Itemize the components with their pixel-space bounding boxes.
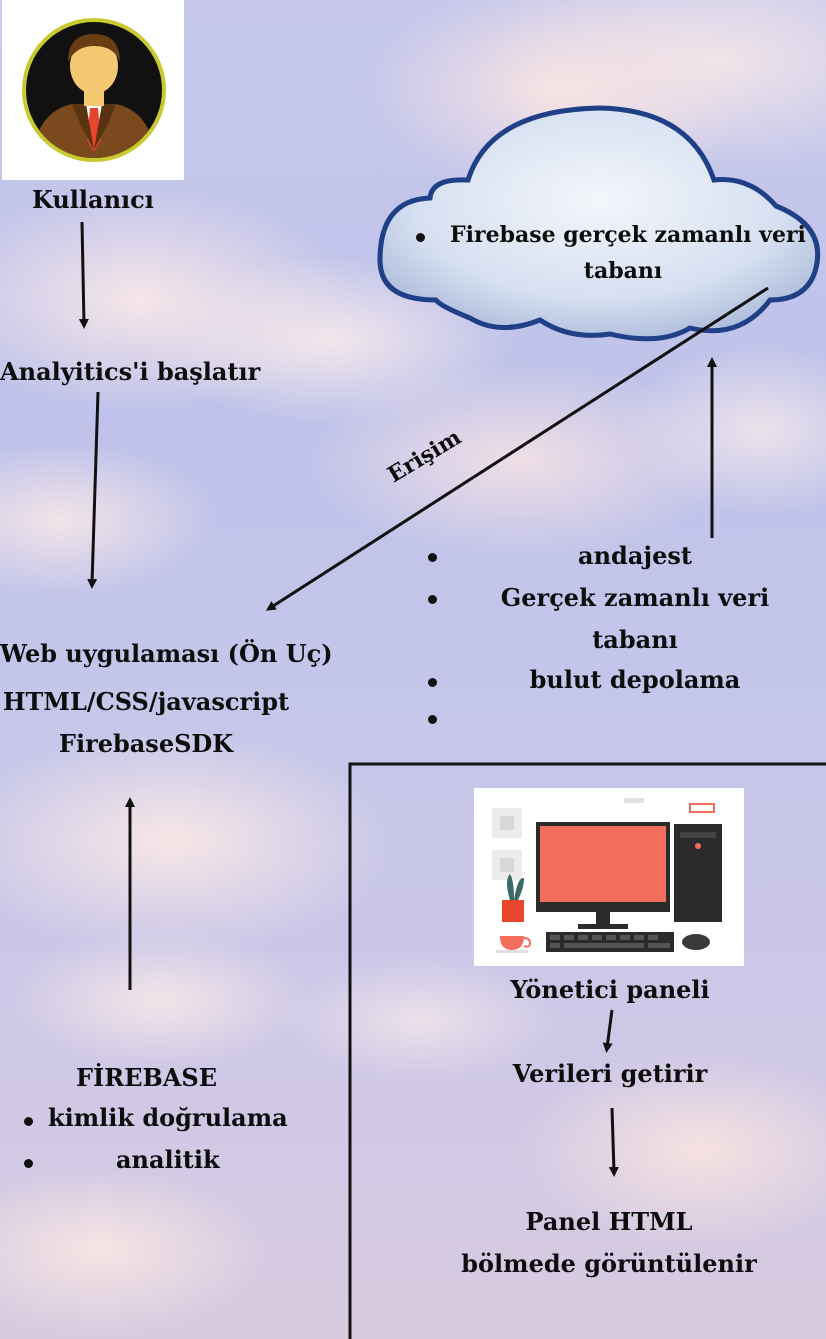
analytics-label: Analyitics'i başlatır — [0, 357, 261, 386]
arrow-admin-to-fetch — [602, 1009, 614, 1053]
user-avatar-icon — [22, 18, 166, 162]
arrow-analytics-to-webapp — [87, 391, 100, 589]
firebase-bullet-1 — [24, 1117, 33, 1126]
services-bullet-2 — [428, 595, 437, 604]
services-item-1: andajest — [578, 541, 692, 570]
cloud-shape — [377, 105, 821, 342]
services-bullet-4 — [428, 715, 437, 724]
cloud-bullet — [416, 233, 425, 242]
display-label-line1: Panel HTML — [525, 1207, 693, 1236]
services-item-2-line2: tabanı — [592, 625, 678, 654]
cloud-text-line2: tabanı — [583, 258, 663, 284]
firebase-title: FİREBASE — [76, 1063, 218, 1092]
computer-icon — [492, 798, 722, 953]
fetch-data-label: Verileri getirir — [512, 1059, 708, 1088]
services-item-3: bulut depolama — [529, 665, 741, 694]
admin-panel-illustration — [474, 788, 744, 966]
cloud-text-line1: Firebase gerçek zamanlı veri — [450, 222, 806, 248]
firebase-item-auth: kimlik doğrulama — [48, 1103, 288, 1132]
arrow-cloud-to-webapp — [265, 286, 769, 611]
webapp-sdk: FirebaseSDK — [58, 729, 234, 758]
services-bullet-3 — [428, 678, 437, 687]
firebase-item-analytics: analitik — [116, 1145, 220, 1174]
services-item-2-line1: Gerçek zamanlı veri — [500, 583, 770, 612]
user-avatar-frame — [2, 0, 184, 180]
admin-panel-label: Yönetici paneli — [510, 975, 710, 1004]
user-label: Kullanıcı — [32, 185, 154, 214]
arrow-user-to-analytics — [78, 221, 89, 329]
arrow-fetch-to-display — [608, 1107, 619, 1177]
webapp-tech: HTML/CSS/javascript — [2, 687, 290, 716]
services-bullet-1 — [428, 553, 437, 562]
display-label-line2: bölmede görüntülenir — [461, 1249, 757, 1278]
admin-region-border — [348, 762, 826, 1339]
webapp-title: Web uygulaması (Ön Uç) — [0, 639, 333, 668]
firebase-bullet-2 — [24, 1159, 33, 1168]
